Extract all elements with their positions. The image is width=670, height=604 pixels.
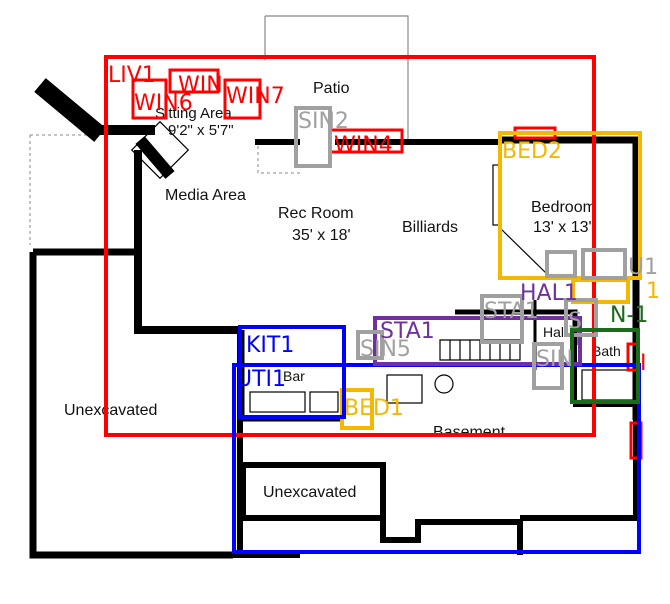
tag-s: S xyxy=(568,309,582,334)
tag-win4: WIN4 xyxy=(334,133,393,158)
sink-box-b xyxy=(581,248,627,280)
tag-sin2: SIN2 xyxy=(298,109,349,134)
tag-t1: 1 xyxy=(646,279,660,304)
bath-box xyxy=(570,328,640,404)
living-box xyxy=(104,55,596,437)
sink-box-c xyxy=(532,342,564,390)
tag-i: I xyxy=(640,351,647,376)
tag-sin5: SIN5 xyxy=(360,337,411,362)
tag-liv1: LIV1 xyxy=(108,63,156,88)
kitchen-box xyxy=(238,325,346,419)
tag-n1: N-1 xyxy=(610,303,648,328)
tag-hal1: HAL1 xyxy=(520,281,578,306)
sink-box-sin2 xyxy=(294,106,332,168)
sitting-area-dims: 9'2" x 5'7" xyxy=(168,122,234,139)
hall-label: Hall xyxy=(543,324,567,340)
bath-label: Bath xyxy=(592,343,621,359)
rec-room-label: Rec Room xyxy=(278,205,354,222)
tag-uti1: UTI1 xyxy=(236,367,286,392)
sink-box-sin5 xyxy=(356,330,384,360)
sitting-area-label: Sitting Area xyxy=(155,105,232,122)
tag-win6: WIN6 xyxy=(134,91,193,116)
bedroom-dims: 13' x 13' xyxy=(533,219,592,236)
dashed-outline xyxy=(29,134,300,245)
annotation-tags: LIV1 WIN6 WIN WIN7 SIN2 WIN4 BED2 HAL1 S… xyxy=(108,63,660,421)
window-box-win6 xyxy=(131,78,168,120)
tag-win7: WIN7 xyxy=(226,84,285,109)
window-box-win7 xyxy=(223,78,262,120)
media-area-label: Media Area xyxy=(165,187,246,204)
tag-win-a: WIN xyxy=(178,73,223,98)
tag-sta1: STA1 xyxy=(380,319,435,344)
sink-box-d xyxy=(564,298,598,337)
sink-box-stair xyxy=(480,294,524,344)
tag-bed1: BED1 xyxy=(344,396,404,421)
bedroom-label: Bedroom xyxy=(531,199,596,216)
billiards-label: Billiards xyxy=(402,219,458,236)
tag-sta1b: STA1 xyxy=(484,299,539,324)
patio: Patio xyxy=(264,15,409,145)
unexcavated-mid-label: Unexcavated xyxy=(263,484,356,501)
tag-bed2: BED2 xyxy=(502,139,562,164)
tag-sin-b: SIN xyxy=(536,347,573,372)
rec-room-dims: 35' x 18' xyxy=(292,227,351,244)
patio-label: Patio xyxy=(313,80,350,97)
hall-box xyxy=(373,316,582,366)
annotation-boxes xyxy=(104,55,643,554)
bar-label: Bar xyxy=(283,368,305,384)
tag-kit1: KIT1 xyxy=(246,333,294,358)
basement-label: Basement xyxy=(433,424,506,441)
window-box-a xyxy=(168,68,220,94)
walls xyxy=(29,78,640,559)
tag-u1: U1 xyxy=(628,255,658,280)
unexcavated-left-label: Unexcavated xyxy=(64,402,157,419)
sink-box-a xyxy=(545,250,577,278)
